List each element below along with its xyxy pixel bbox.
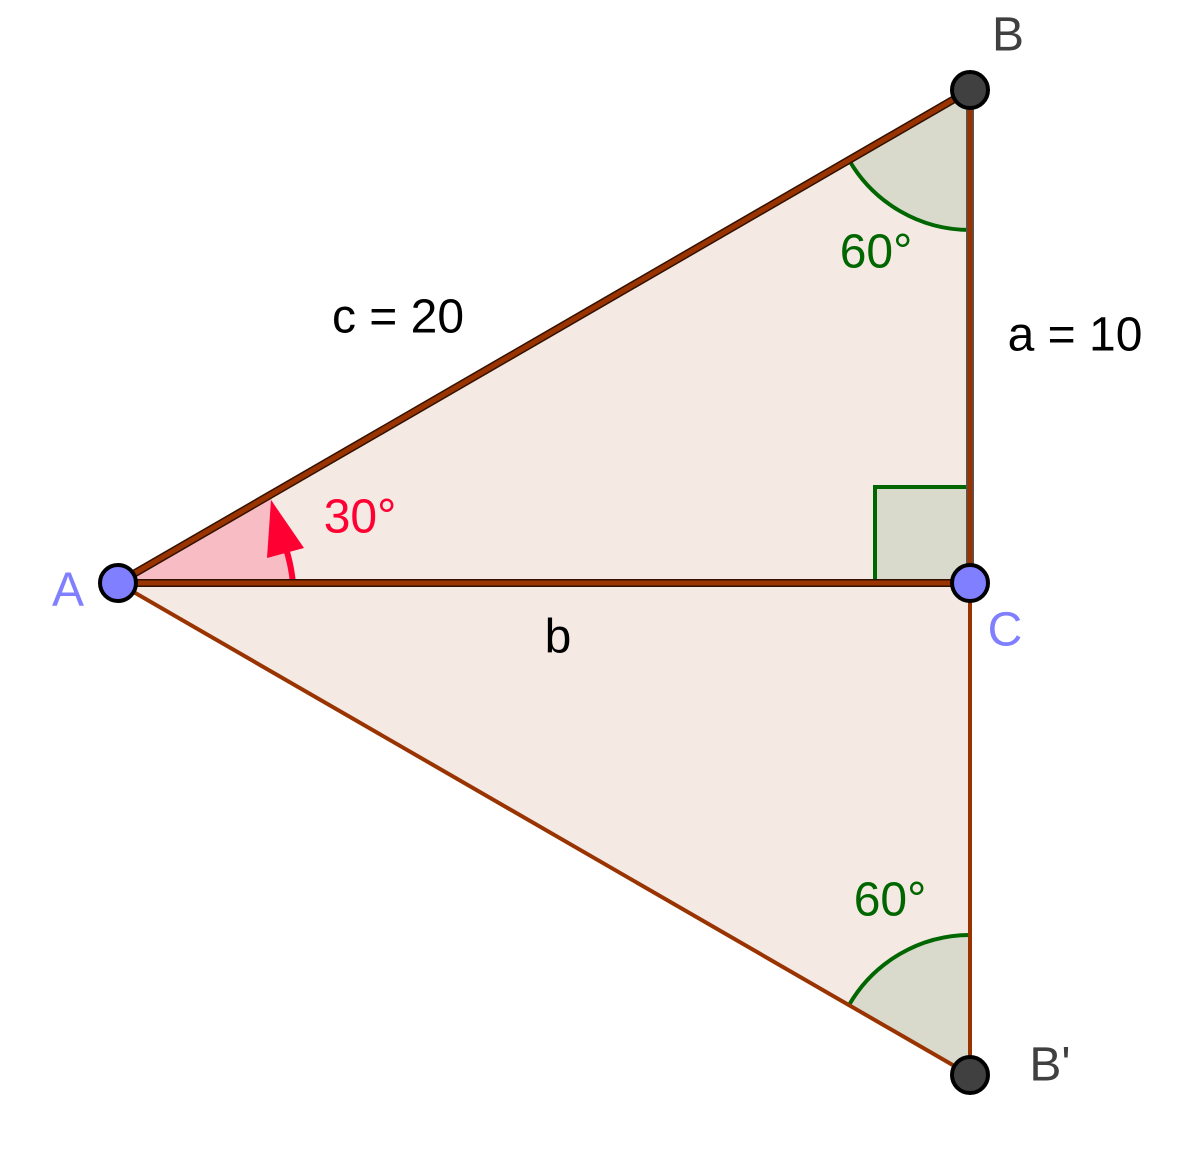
angle-a-arrowhead [267,500,304,558]
label-angle-b: 60° [840,226,913,279]
label-angle-a: 30° [324,491,397,544]
label-b: B [992,9,1024,62]
right-angle-marker [873,485,972,585]
side-c-line [116,87,972,586]
angle-b-arc [847,158,971,232]
point-b[interactable] [950,70,990,110]
side-ab-prime [116,581,972,1077]
point-a[interactable] [98,563,138,603]
label-a: A [52,564,84,617]
label-b-prime: B' [1029,1039,1070,1092]
label-side-a: a = 10 [1008,309,1143,362]
angle-bp-arc [847,933,971,1007]
label-side-b: b [545,611,572,664]
point-b-prime[interactable] [950,1055,990,1095]
label-angle-b-prime: 60° [854,874,927,927]
point-c[interactable] [950,563,990,603]
label-c: C [988,604,1023,657]
label-side-c: c = 20 [332,291,464,344]
